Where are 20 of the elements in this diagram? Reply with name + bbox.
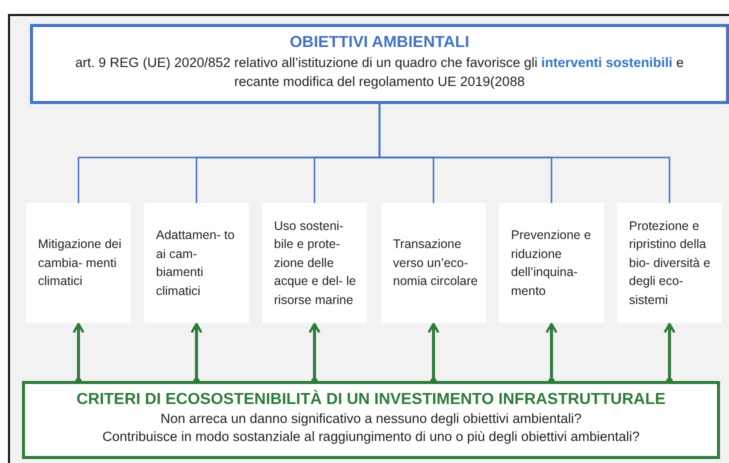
objective-text: Prevenzione e riduzione dell’inquina- mento bbox=[511, 228, 591, 298]
objectives-box bbox=[30, 24, 729, 104]
objective-text: Mitigazione dei cambia- menti climatici bbox=[38, 237, 122, 288]
objective-box bbox=[617, 203, 722, 323]
question-text: Contribuisce in modo sostanziale al raggiungimento di uno o più degli obiettivi ambientali? bbox=[102, 428, 640, 446]
objective-text: Uso sosteni- bile e prote- zione delle acque e del- le risorse marine bbox=[274, 218, 356, 307]
criteria-box bbox=[22, 381, 720, 459]
objective-box bbox=[26, 203, 131, 323]
objective-text: Protezione e ripristino della bio- diversità e degli eco- sistemi bbox=[629, 218, 710, 307]
objective-box bbox=[262, 203, 367, 323]
objective-text: Transazione verso un’eco- nomia circolare bbox=[393, 237, 478, 288]
heading: OBIETTIVI AMBIENTALI bbox=[290, 33, 470, 53]
connector-line bbox=[378, 104, 670, 203]
objective-box bbox=[499, 203, 604, 323]
description: art. 9 REG (UE) 2020/852 relativo all’istituzione di un quadro che favorisce gli interventi sostenibili e recante modifica del regolamento UE 2019(2088 bbox=[75, 55, 684, 89]
question-text: Non arreca un danno significativo a nessuno degli obiettivi ambientali? bbox=[160, 410, 582, 428]
heading: CRITERI DI ECOSOSTENIBILITÀ DI UN INVESTIMENTO INFRASTRUTTURALE bbox=[76, 390, 666, 410]
objective-box bbox=[381, 203, 486, 323]
objective-box bbox=[144, 203, 249, 323]
objective-text: Adattamen- to ai cam- biamenti climatici bbox=[156, 228, 235, 298]
